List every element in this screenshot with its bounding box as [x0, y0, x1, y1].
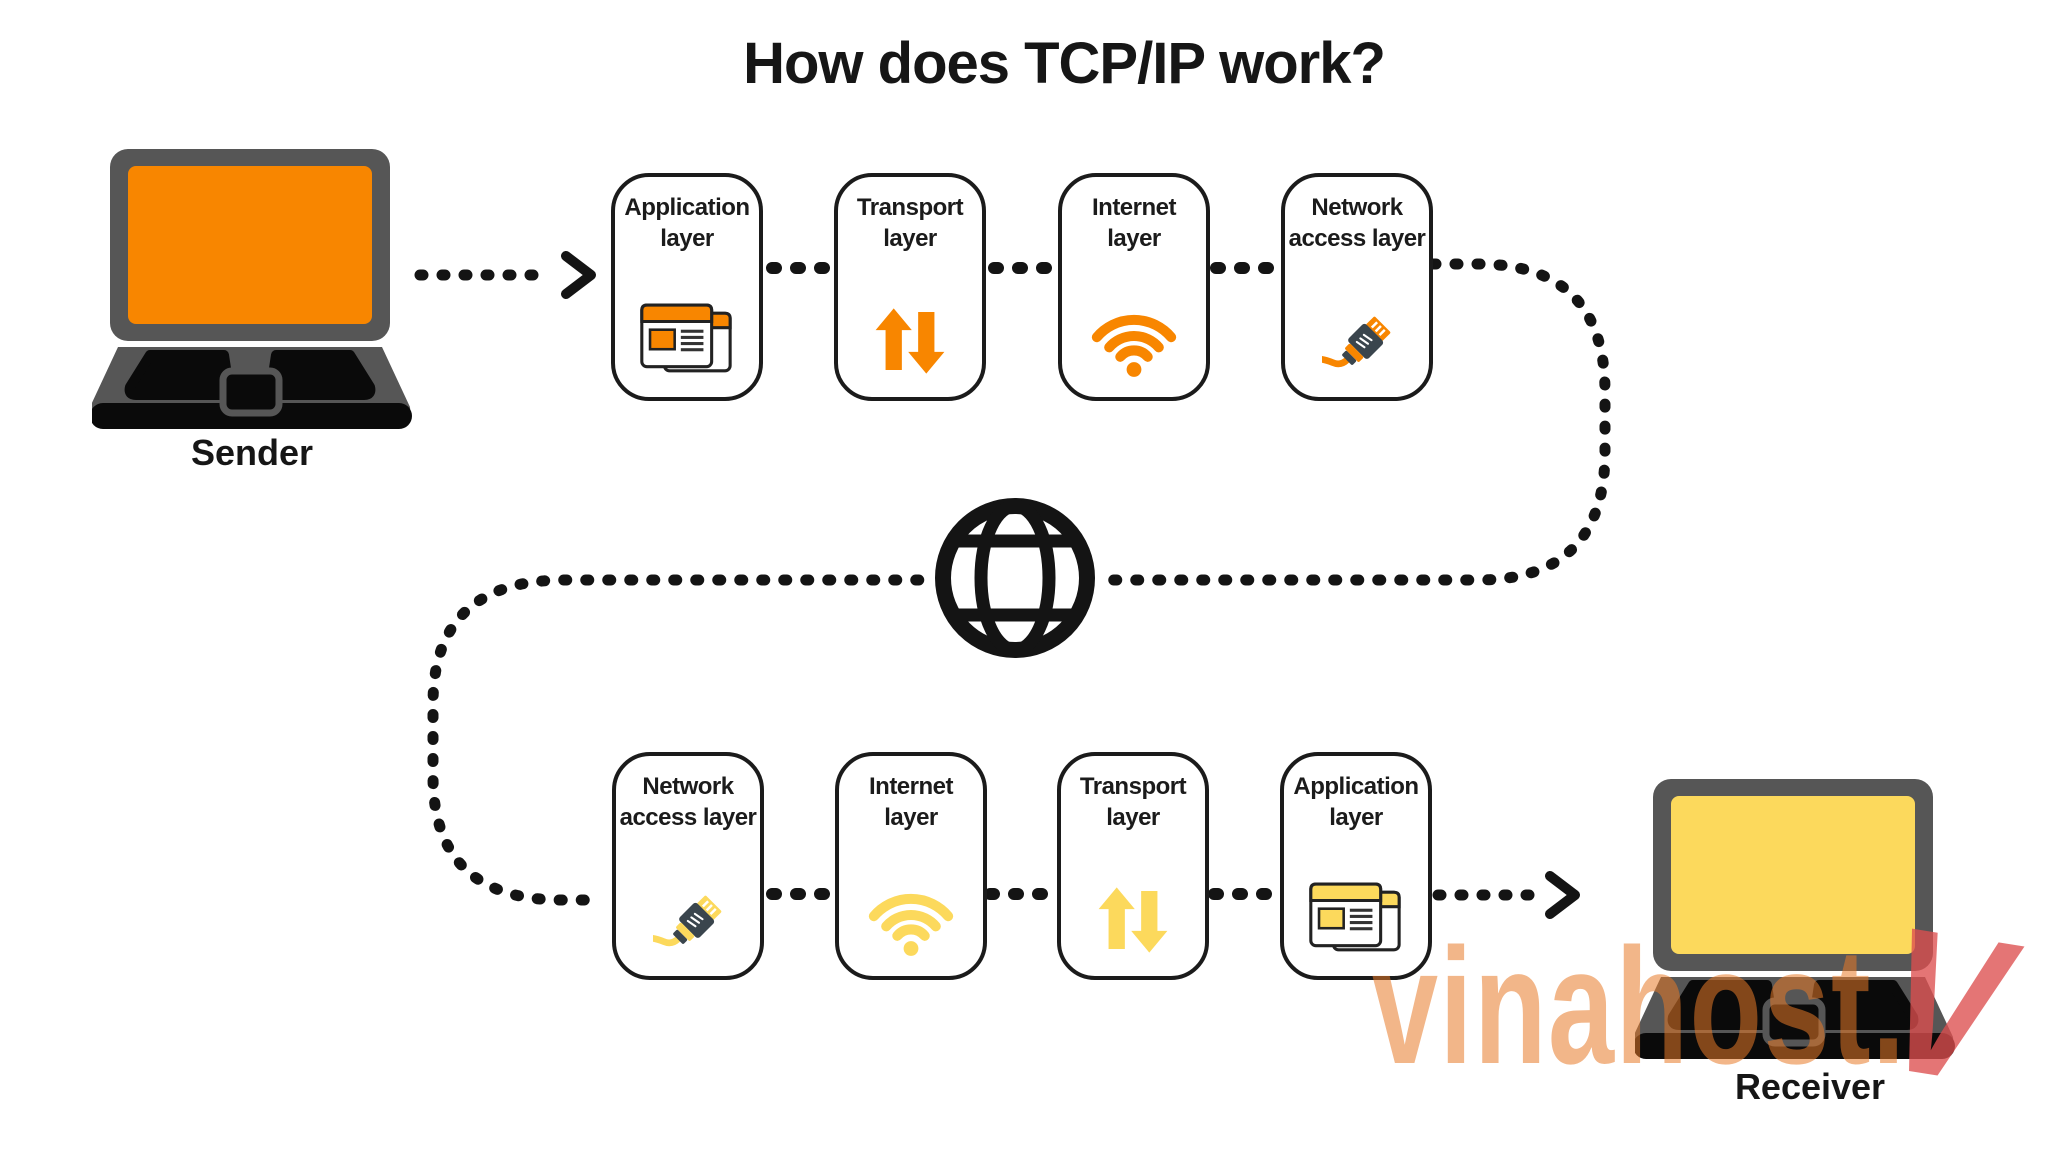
wifi-icon [868, 893, 954, 956]
layer-label: Internet layer [1091, 194, 1177, 252]
layer-label: Network access layer [619, 773, 757, 831]
layer-box-transport-sender: Transport layer [834, 173, 986, 401]
layer-box-internet-receiver: Internet layer [835, 752, 987, 980]
receiver-arrow [1432, 871, 1580, 919]
ethernet-plug-icon [1322, 316, 1391, 368]
up-down-arrows-icon [875, 308, 945, 374]
browser-windows-icon [1309, 882, 1401, 952]
sender-label: Sender [190, 432, 314, 473]
arrow-head-icon [561, 251, 596, 299]
layer-label: Internet layer [868, 773, 954, 831]
layer-box-network-access-receiver: Network access layer [612, 752, 764, 980]
sender-laptop-icon [92, 149, 412, 429]
browser-windows-icon [640, 303, 732, 373]
layer-label: Application layer [624, 194, 750, 252]
wifi-icon [1091, 314, 1177, 377]
layer-label: Network access layer [1288, 194, 1426, 252]
ethernet-plug-icon [653, 895, 722, 947]
arrow-head-icon [1545, 871, 1580, 919]
watermark-text: vinahost. [1372, 914, 1907, 1098]
layer-box-application-sender: Application layer [611, 173, 763, 401]
sender-arrow [414, 251, 596, 299]
globe-icon [927, 490, 1103, 666]
layer-box-network-access-sender: Network access layer [1281, 173, 1433, 401]
page-title: How does TCP/IP work? [743, 31, 1386, 96]
layer-label: Transport layer [1079, 773, 1187, 831]
layer-box-application-receiver: Application layer [1280, 752, 1432, 980]
layer-box-internet-sender: Internet layer [1058, 173, 1210, 401]
up-down-arrows-icon [1098, 887, 1168, 953]
receiver-label: Receiver [1734, 1066, 1886, 1107]
layer-label: Transport layer [856, 194, 964, 252]
receiver-laptop-icon [1635, 779, 1955, 1059]
layer-label: Application layer [1293, 773, 1419, 831]
layer-box-transport-receiver: Transport layer [1057, 752, 1209, 980]
